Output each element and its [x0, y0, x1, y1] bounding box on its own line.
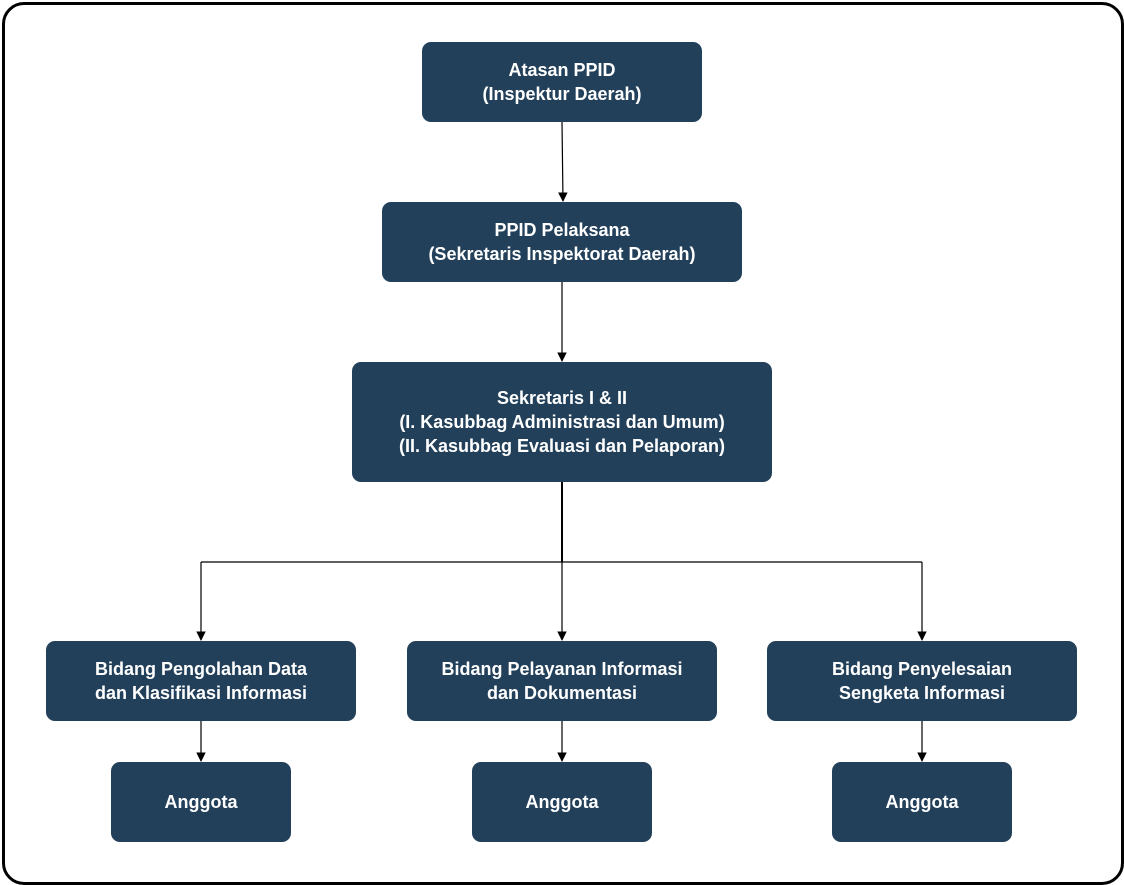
node-anggota2-label: Anggota	[525, 792, 599, 812]
node-anggota-3: Anggota	[832, 762, 1012, 842]
node-pelaksana-line1: PPID Pelaksana	[494, 220, 630, 240]
connector-atasan-to-pelaksana	[558, 121, 568, 202]
node-sekretaris-line3: (II. Kasubbag Evaluasi dan Pelaporan)	[398, 436, 726, 456]
node-bidang3-line1: Bidang Penyelesaian	[831, 659, 1013, 679]
node-atasan-line1: Atasan PPID	[508, 60, 616, 80]
node-sekretaris: Sekretaris I & II (I. Kasubbag Administr…	[352, 362, 772, 482]
node-bidang1-line2: dan Klasifikasi Informasi	[94, 683, 308, 703]
node-anggota1-label: Anggota	[164, 792, 238, 812]
node-anggota-2: Anggota	[472, 762, 652, 842]
node-bidang1-line1: Bidang Pengolahan Data	[94, 659, 308, 679]
node-ppid-pelaksana: PPID Pelaksana (Sekretaris Inspektorat D…	[382, 202, 742, 282]
node-anggota3-label: Anggota	[885, 792, 959, 812]
node-atasan-line2: (Inspektur Daerah)	[482, 84, 642, 104]
node-bidang3-line2: Sengketa Informasi	[838, 683, 1006, 703]
node-atasan-ppid: Atasan PPID (Inspektur Daerah)	[422, 42, 702, 122]
node-anggota-1: Anggota	[111, 762, 291, 842]
node-bidang-penyelesaian-sengketa: Bidang Penyelesaian Sengketa Informasi	[767, 641, 1077, 721]
node-sekretaris-line1: Sekretaris I & II	[496, 388, 628, 408]
node-pelaksana-line2: (Sekretaris Inspektorat Daerah)	[428, 244, 696, 264]
node-sekretaris-line2: (I. Kasubbag Administrasi dan Umum)	[399, 412, 725, 432]
node-bidang2-line1: Bidang Pelayanan Informasi	[441, 659, 683, 679]
node-bidang-pengolahan-data: Bidang Pengolahan Data dan Klasifikasi I…	[46, 641, 356, 721]
node-bidang2-line2: dan Dokumentasi	[486, 683, 638, 703]
node-bidang-pelayanan-informasi: Bidang Pelayanan Informasi dan Dokumenta…	[407, 641, 717, 721]
